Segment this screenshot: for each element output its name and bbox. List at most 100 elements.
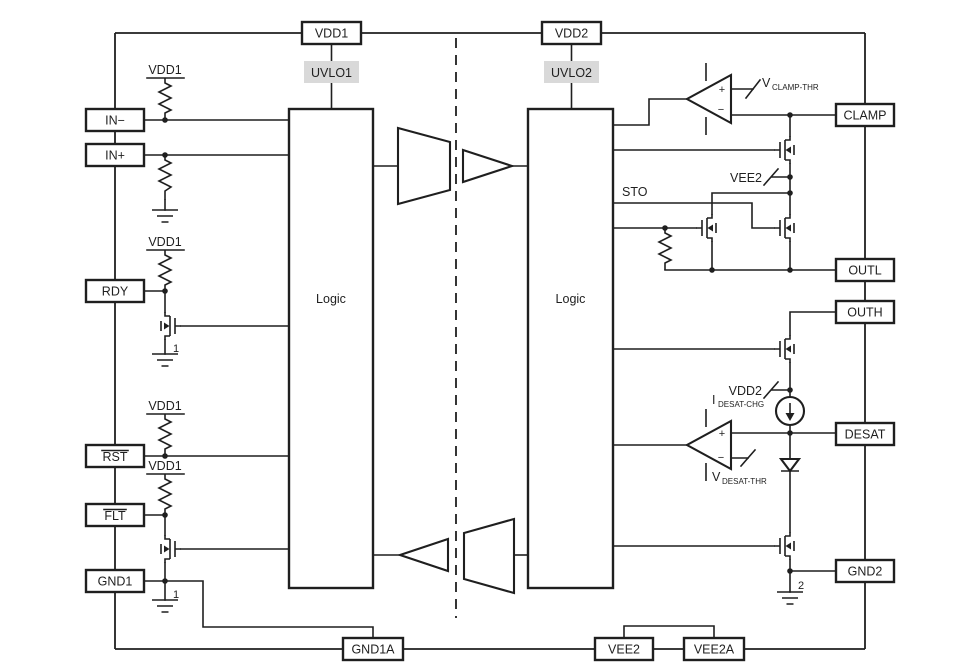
resistor-in-minus-pullup (157, 78, 173, 120)
vdd2-net-label: VDD2 (729, 384, 762, 398)
tx-driver-top (396, 126, 452, 206)
uvlo2-label: UVLO2 (551, 66, 592, 80)
pin-rdy-label: RDY (102, 285, 129, 299)
pin-vdd1-label: VDD1 (315, 27, 348, 41)
vee2-slash (762, 167, 780, 187)
logic2-box (526, 107, 615, 590)
threshold-slashes (739, 78, 780, 468)
pin-outh-label: OUTH (847, 306, 882, 320)
ground-symbol-1b (151, 599, 179, 613)
junction-dots (162, 112, 793, 584)
pin-in-minus: IN− (84, 107, 146, 133)
logic1-box (287, 107, 375, 590)
pin-gnd1: GND1 (84, 568, 146, 594)
resistor-flt-pullup (157, 474, 173, 515)
signal-labels: V CLAMP-THR I DESAT-CHG V DESAT-THR (712, 76, 819, 486)
desat-blanking-diode (778, 457, 802, 473)
wire-outh (789, 311, 837, 336)
pin-gnd1a: GND1A (341, 636, 405, 662)
pin-flt: FLT (84, 502, 146, 528)
ground-domain-numbers: 1 1 2 (173, 343, 804, 601)
flt-mosfet (160, 534, 182, 564)
ground-symbol-2 (776, 591, 804, 605)
ground1-number-rdy: 1 (173, 343, 179, 355)
clamp-comparator-body (684, 73, 733, 125)
wire-clamp-comp-out (612, 98, 688, 126)
desat-discharge-mosfet (773, 531, 795, 561)
pin-vdd2-label: VDD2 (555, 27, 588, 41)
resistor-in-plus-pulldown (157, 155, 173, 200)
desat-comparator: + − (684, 409, 733, 481)
vdd2-slash (762, 380, 780, 400)
vclamp-thr-slash (744, 78, 762, 100)
clamp-comparator: + − (684, 63, 733, 135)
pin-clamp: CLAMP (834, 102, 896, 128)
pin-vee2-label: VEE2 (608, 643, 640, 657)
desat-charge-current-source (774, 395, 806, 427)
logic-block-secondary: Logic (526, 107, 615, 590)
vdd1-rail-label-2: VDD1 (148, 235, 181, 249)
desat-comp-plus: + (719, 428, 725, 440)
logic-block-primary: Logic (287, 107, 375, 590)
pin-gnd2: GND2 (834, 558, 896, 584)
logic1-label: Logic (316, 292, 346, 306)
uvlo1-label: UVLO1 (311, 66, 352, 80)
vdd1-rail-label-1: VDD1 (148, 63, 181, 77)
pin-in-minus-label: IN− (105, 114, 125, 128)
resistor-sto-gate (657, 228, 673, 270)
outh-pullup-mosfet (773, 334, 795, 364)
v-desat-thr-sub: DESAT-THR (722, 477, 767, 486)
pin-in-plus-label: IN+ (105, 149, 125, 163)
sto-label: STO (622, 185, 648, 199)
uvlo2-box (544, 61, 599, 83)
vdd1-rail-label-4: VDD1 (148, 459, 181, 473)
pin-vee2a-label: VEE2A (694, 643, 735, 657)
pin-rdy: RDY (84, 278, 146, 304)
uvlo1-box (304, 61, 359, 83)
pin-gnd1a-label: GND1A (351, 643, 395, 657)
pin-desat-label: DESAT (845, 428, 886, 442)
uvlo1-block: UVLO1 (304, 61, 359, 83)
sto-pulldown-mosfet (695, 213, 717, 243)
wire-drain-jog (711, 192, 791, 215)
pin-outh: OUTH (834, 299, 896, 325)
clamp-mosfet (773, 135, 795, 165)
ground-symbol (151, 209, 179, 223)
pin-vee2a: VEE2A (682, 636, 746, 662)
ground-symbol-1a (151, 353, 179, 367)
desat-comp-minus: − (718, 452, 724, 464)
pin-clamp-label: CLAMP (843, 109, 886, 123)
wire-vee2-bridge (623, 625, 715, 639)
vdesat-thr-slash (739, 448, 757, 468)
v-clamp-thr-sub: CLAMP-THR (772, 83, 819, 92)
pin-vdd1: VDD1 (300, 20, 363, 46)
wire-sto (612, 202, 775, 229)
pin-gnd1-label: GND1 (98, 575, 133, 589)
v-clamp-thr-base: V (762, 76, 771, 90)
wires (143, 43, 837, 639)
pin-rst-label: RST (103, 450, 128, 464)
wire-gnd1-to-gnd1a (164, 580, 374, 639)
clamp-comp-plus: + (719, 84, 725, 96)
logic2-label: Logic (556, 292, 586, 306)
desat-comparator-body (684, 419, 733, 471)
isolation-channels (396, 126, 516, 595)
tx-driver-bottom (462, 517, 516, 595)
ground1-number-gnd1: 1 (173, 589, 179, 601)
vdd1-rail-label-3: VDD1 (148, 399, 181, 413)
pin-in-plus: IN+ (84, 142, 146, 168)
i-desat-chg-base: I (712, 393, 715, 407)
rx-buffer-bottom (396, 537, 450, 573)
pin-desat: DESAT (834, 421, 896, 447)
ground2-number: 2 (798, 580, 804, 592)
clamp-comp-minus: − (718, 104, 724, 116)
net-labels: VDD1 VDD1 VDD1 VDD1 STO VEE2 VDD2 (146, 63, 762, 475)
pin-outl-label: OUTL (848, 264, 881, 278)
resistor-rdy-pullup (157, 250, 173, 291)
resistors (157, 78, 673, 515)
diode-anode-triangle (778, 457, 802, 473)
pin-flt-label: FLT (104, 509, 126, 523)
pin-rst: RST (84, 443, 146, 469)
